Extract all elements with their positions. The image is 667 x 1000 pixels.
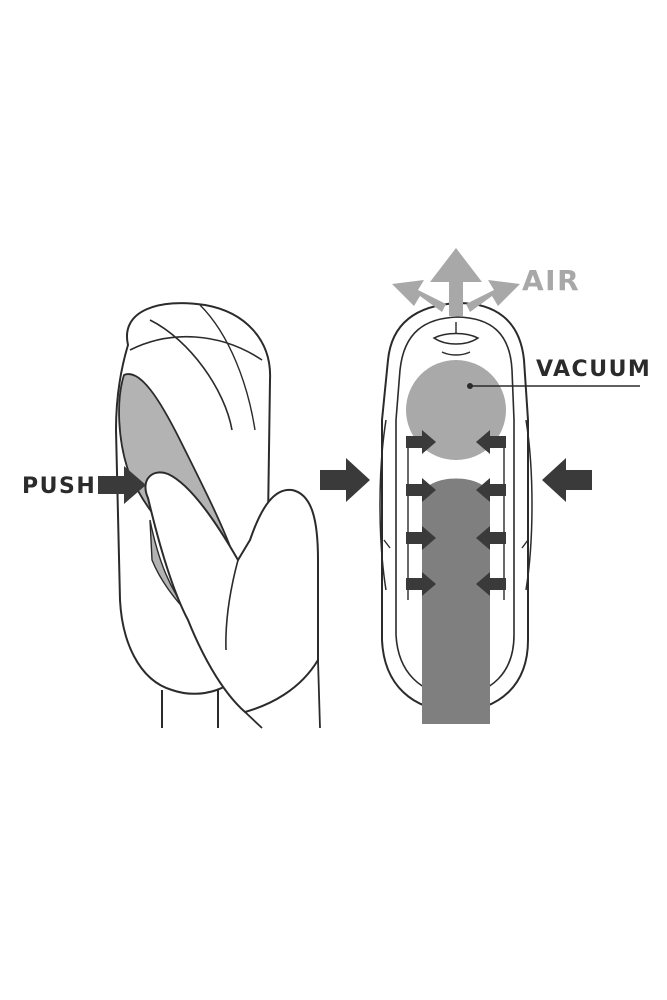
arrow-left-icon bbox=[542, 458, 592, 502]
valve bbox=[432, 332, 480, 345]
cap-line bbox=[149, 319, 233, 431]
cap-line bbox=[129, 335, 263, 361]
hand-line bbox=[225, 559, 239, 651]
arrow-inward-icon bbox=[476, 526, 506, 550]
vacuum-zone bbox=[406, 360, 506, 460]
channel-line bbox=[407, 440, 505, 600]
air-label: AIR bbox=[522, 264, 580, 297]
arrow-inward-icon bbox=[476, 478, 506, 502]
arrow-inward-icon bbox=[476, 572, 506, 596]
arrow-right-icon bbox=[98, 466, 146, 504]
insert bbox=[422, 478, 490, 724]
arrow-inward-icon bbox=[406, 478, 436, 502]
wrist-line bbox=[244, 659, 321, 729]
push-label: PUSH bbox=[22, 474, 96, 499]
arrow-right-icon bbox=[320, 458, 370, 502]
hand bbox=[144, 471, 319, 714]
pressure-arrows-right bbox=[476, 430, 506, 596]
arrow-inward-icon bbox=[406, 526, 436, 550]
air-arrows bbox=[392, 248, 520, 316]
arrow-inward-icon bbox=[406, 572, 436, 596]
pressure-arrows-left bbox=[406, 430, 436, 596]
right-figure bbox=[379, 301, 640, 724]
arrow-inward-icon bbox=[476, 430, 506, 454]
valve-stem bbox=[441, 322, 471, 356]
arrow-up-right-icon bbox=[466, 280, 520, 312]
arrow-inward-icon bbox=[406, 430, 436, 454]
vacuum-label: VACUUM bbox=[536, 357, 651, 382]
shell-ridge bbox=[383, 539, 529, 549]
shell-ridge bbox=[379, 419, 533, 591]
left-figure bbox=[114, 302, 321, 729]
device-base bbox=[161, 690, 219, 728]
arrow-up-icon bbox=[430, 248, 482, 316]
cap-line bbox=[199, 304, 256, 431]
arrow-up-left-icon bbox=[392, 280, 446, 312]
shell-inner bbox=[395, 316, 515, 697]
